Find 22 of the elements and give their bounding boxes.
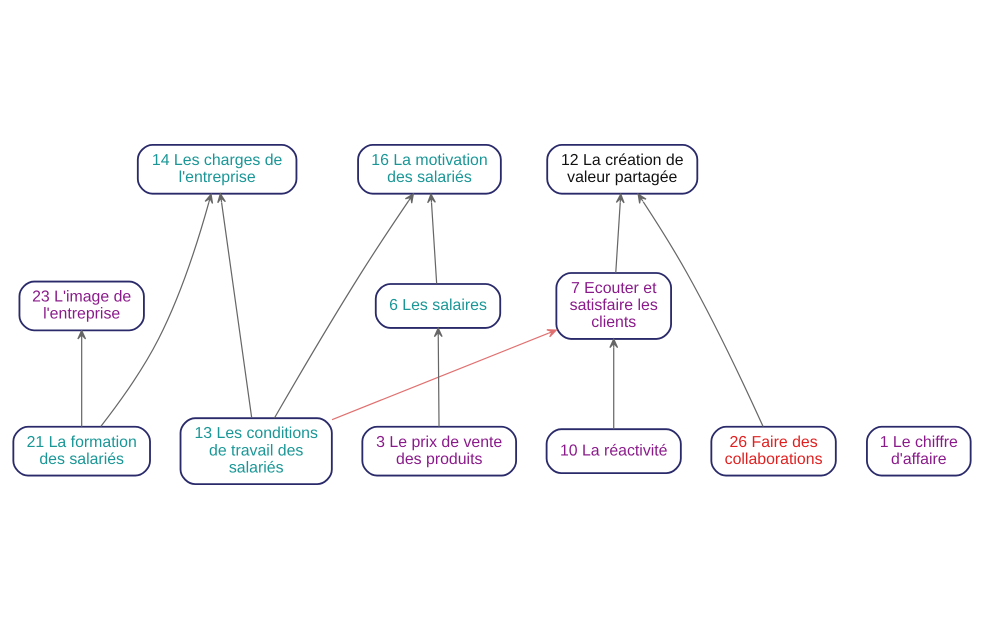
node-box: 10 La réactivité	[546, 428, 682, 474]
node-box: 16 La motivation des salariés	[357, 143, 502, 194]
node-box: 1 Le chiffre d'affaire	[866, 425, 972, 476]
node-box: 13 Les conditions de travail des salariés	[180, 416, 333, 485]
node-box: 21 La formation des salariés	[12, 425, 151, 476]
arrow	[77, 329, 86, 426]
node-box: 6 Les salaires	[374, 282, 502, 328]
arrow	[100, 193, 214, 426]
node-box: 26 Faire des collaborations	[710, 425, 837, 476]
arrow	[609, 338, 618, 429]
arrow	[434, 326, 443, 426]
arrow	[332, 328, 557, 420]
arrow	[615, 193, 625, 272]
arrow	[427, 192, 438, 284]
node-box: 7 Ecouter et satisfaire les clients	[555, 272, 672, 340]
node-box: 14 Les charges de l'entreprise	[136, 143, 298, 194]
node-box: 3 Le prix de vente des produits	[361, 425, 518, 476]
node-box: 12 La création de valeur partagée	[546, 143, 698, 194]
arrow	[217, 192, 252, 418]
node-box: 23 L'image de l'entreprise	[18, 280, 145, 331]
arrow	[638, 192, 764, 426]
arrow	[274, 192, 414, 418]
